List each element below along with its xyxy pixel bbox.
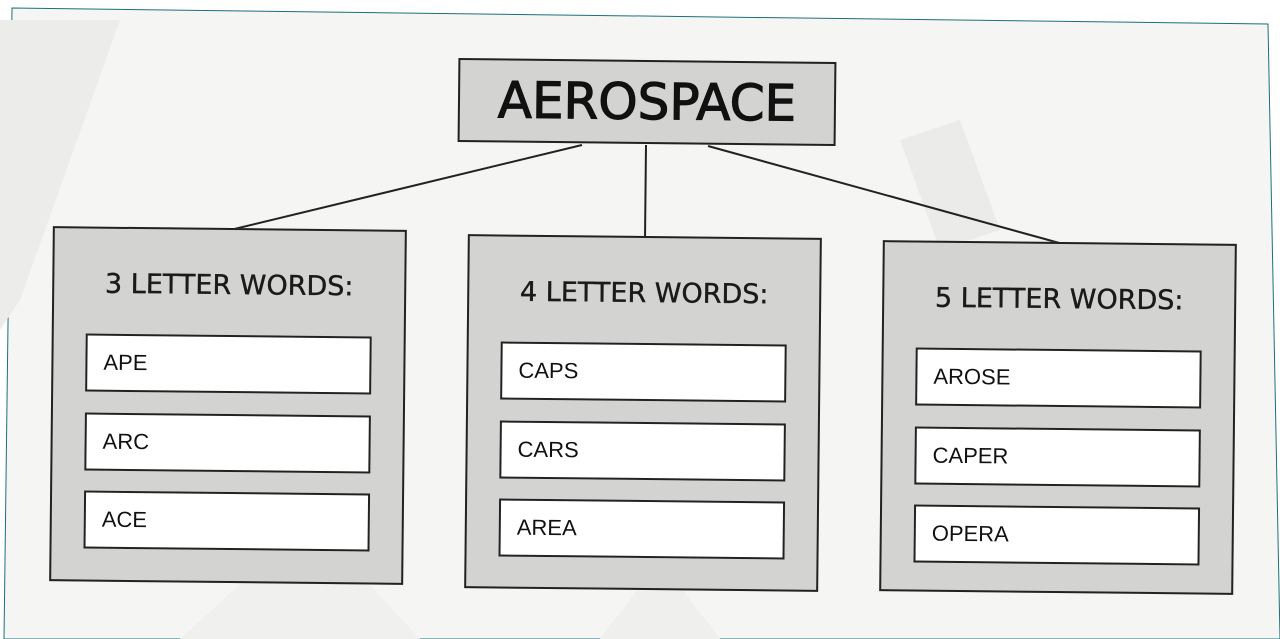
bg-shape-right: [900, 120, 1000, 250]
word-box: CAPS: [500, 341, 787, 403]
connector-right: [707, 145, 1064, 245]
word-box: AROSE: [915, 347, 1202, 409]
word-box: ARC: [84, 412, 371, 474]
root-label: AEROSPACE: [497, 71, 797, 133]
group-4-letter: 4 LETTER WORDS: CAPS CARS AREA: [464, 234, 822, 592]
connector-center: [644, 144, 647, 240]
word-box: CAPER: [914, 426, 1201, 488]
connector-left: [225, 144, 583, 232]
group-title: 4 LETTER WORDS:: [519, 276, 769, 311]
word-box: OPERA: [913, 504, 1201, 566]
bg-shape-bottom: [600, 560, 720, 639]
word-box: CARS: [499, 420, 786, 482]
group-5-letter: 5 LETTER WORDS: AROSE CAPER OPERA: [879, 240, 1237, 595]
bg-shape-left: [0, 20, 120, 330]
group-3-letter: 3 LETTER WORDS: APE ARC ACE: [49, 226, 407, 585]
root-node: AEROSPACE: [457, 58, 837, 146]
word-box: APE: [85, 333, 372, 395]
group-title: 5 LETTER WORDS:: [934, 282, 1184, 317]
word-box: AREA: [498, 498, 786, 560]
group-title: 3 LETTER WORDS:: [104, 268, 354, 303]
word-box: ACE: [83, 490, 371, 552]
